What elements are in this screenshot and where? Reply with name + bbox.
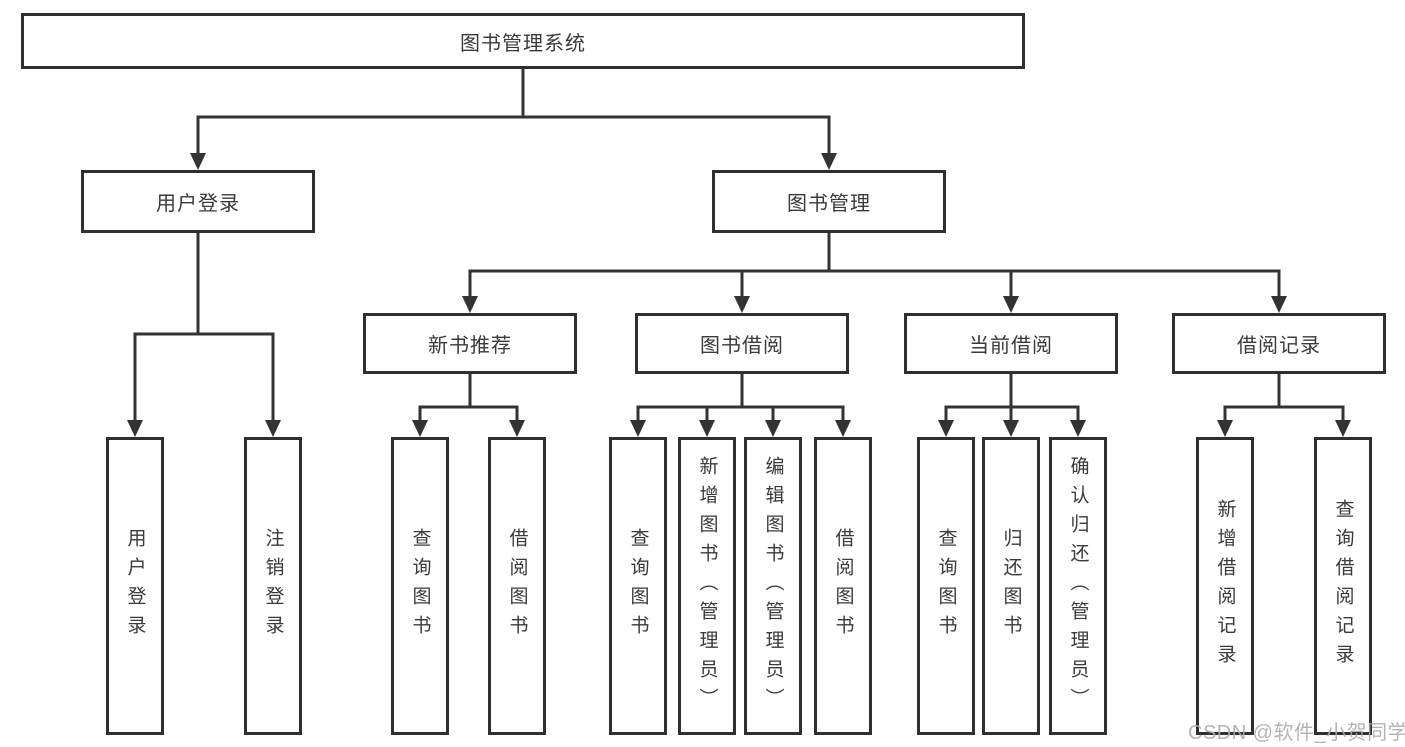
node-label: 注销登录 [262,528,284,644]
node-book-management: 图书管理 [712,170,946,233]
node-current-borrowing: 当前借阅 [904,313,1118,374]
node-user-login: 用户登录 [81,170,315,233]
node-label: 新增借阅记录 [1214,499,1236,673]
node-label: 用户登录 [156,193,240,215]
leaf-confirm-return-admin: 确认归还（管理员） [1049,437,1107,735]
node-label: 确认归还（管理员） [1067,455,1089,717]
leaf-logout: 注销登录 [244,437,302,735]
node-new-book-recommendation: 新书推荐 [363,313,577,374]
leaf-add-borrow-record: 新增借阅记录 [1196,437,1254,735]
node-label: 借阅记录 [1237,335,1321,357]
leaf-return-book: 归还图书 [982,437,1040,735]
leaf-user-login: 用户登录 [106,437,164,735]
node-label: 查询图书 [627,528,649,644]
node-book-management-system: 图书管理系统 [21,13,1025,69]
leaf-query-books-current: 查询图书 [917,437,975,735]
node-label: 归还图书 [1000,528,1022,644]
node-label: 查询借阅记录 [1332,499,1354,673]
node-label: 借阅图书 [832,528,854,644]
node-label: 图书管理系统 [460,32,586,55]
node-label: 新书推荐 [428,335,512,357]
node-label: 用户登录 [124,528,146,644]
node-label: 图书借阅 [700,335,784,357]
leaf-query-borrow-record: 查询借阅记录 [1314,437,1372,735]
node-label: 查询图书 [409,528,431,644]
node-borrow-records: 借阅记录 [1172,313,1386,374]
leaf-borrow-books-borrowing: 借阅图书 [814,437,872,735]
node-label: 查询图书 [935,528,957,644]
leaf-edit-book-admin: 编辑图书（管理员） [744,437,802,735]
node-label: 当前借阅 [969,335,1053,357]
node-label: 借阅图书 [506,528,528,644]
node-label: 编辑图书（管理员） [762,455,784,717]
leaf-query-books-recommendation: 查询图书 [391,437,449,735]
node-book-borrowing: 图书借阅 [635,313,849,374]
leaf-add-book-admin: 新增图书（管理员） [678,437,736,735]
node-label: 图书管理 [787,193,871,215]
leaf-borrow-books-recommendation: 借阅图书 [488,437,546,735]
leaf-query-books-borrowing: 查询图书 [609,437,667,735]
csdn-watermark: CSDN @软件_小贺同学 [1188,722,1405,744]
node-label: 新增图书（管理员） [696,455,718,717]
